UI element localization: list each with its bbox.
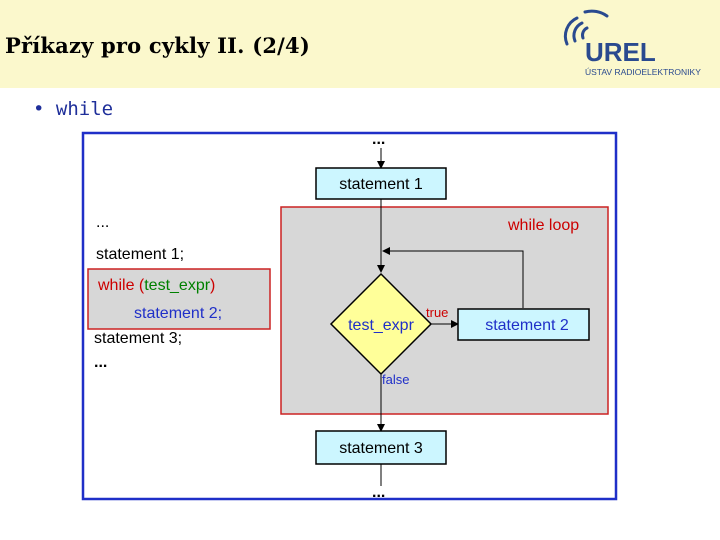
flow-statement1-box xyxy=(315,167,447,200)
code-while-condition: test_expr xyxy=(144,277,211,294)
flow-dots-bottom: ... xyxy=(372,484,385,501)
flow-statement2-label: statement 2 xyxy=(485,317,569,334)
flow-statement3-label: statement 3 xyxy=(339,440,423,457)
code-dots-top: ... xyxy=(96,214,110,231)
flow-statement2-box xyxy=(457,308,590,341)
code-statement3-text: statement 3 xyxy=(94,330,178,347)
flow-true-label: true xyxy=(426,305,448,320)
flow-dots-top: ... xyxy=(372,131,385,148)
code-line-statement1: statement 1; xyxy=(96,246,184,264)
code-while-close: ) xyxy=(210,277,216,294)
logo-name: UREL xyxy=(585,37,656,67)
flow-statement1-label: statement 1 xyxy=(339,176,423,193)
code-while-keyword: while ( xyxy=(98,277,145,294)
urel-logo: UREL ÚSTAV RADIOELEKTRONIKY xyxy=(563,9,701,77)
arrow-loop-back xyxy=(382,247,524,308)
code-line-statement2: statement 2; xyxy=(134,305,223,322)
code-statement1-text: statement 1 xyxy=(96,246,180,263)
flow-statement3-box xyxy=(315,430,447,465)
code-statement1-semicolon: ; xyxy=(179,246,185,263)
logo-subtitle: ÚSTAV RADIOELEKTRONIKY xyxy=(585,67,701,77)
code-while-highlight xyxy=(87,268,271,330)
code-dots-bottom: ... xyxy=(94,354,108,371)
bullet-item: • while xyxy=(33,98,113,120)
code-statement3-semicolon: ; xyxy=(177,330,183,347)
code-line-while: while (test_expr) xyxy=(98,277,215,295)
slide-title: Příkazy pro cykly II. (2/4) xyxy=(5,33,310,58)
flow-decision-label: test_expr xyxy=(348,317,414,334)
flow-false-label: false xyxy=(382,372,409,387)
logo-signal-icon xyxy=(563,9,609,46)
flow-decision-diamond xyxy=(329,272,433,376)
loop-label: while loop xyxy=(507,217,579,234)
slide-header xyxy=(0,0,720,88)
code-line-statement3: statement 3; xyxy=(94,330,182,348)
bullet-text: while xyxy=(55,98,114,120)
bullet-marker: • xyxy=(33,98,45,120)
